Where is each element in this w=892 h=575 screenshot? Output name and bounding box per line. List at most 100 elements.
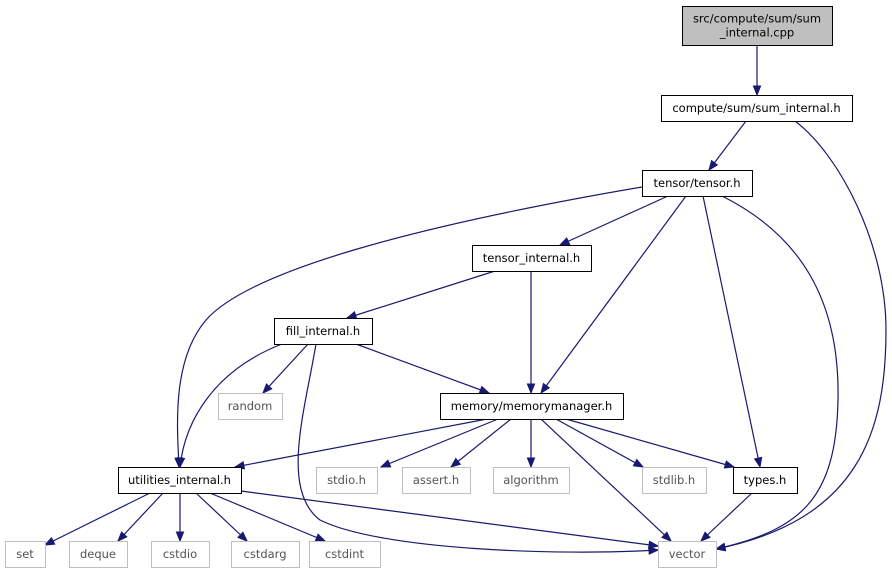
edge-utilities_internal-to-cstdint	[209, 492, 327, 542]
edge-line	[234, 418, 488, 468]
edge-line	[355, 343, 490, 394]
arrow-head	[661, 531, 672, 542]
node-box	[493, 467, 570, 494]
node-label: tensor/tensor.h	[653, 176, 740, 190]
arrow-head	[379, 459, 392, 468]
node-algorithm: algorithm	[493, 467, 570, 494]
node-vector: vector	[658, 541, 717, 568]
node-box	[309, 541, 381, 568]
edge-memorymanager-to-stdlib_h	[555, 418, 645, 468]
edge-memorymanager-to-stdio_h	[379, 418, 499, 468]
arrow-head	[175, 531, 185, 543]
node-label: stdio.h	[327, 473, 366, 487]
edge-line	[179, 343, 283, 468]
arrow-head	[176, 457, 186, 469]
arrow-head	[345, 310, 358, 320]
edge-tensor-to-tensor_internal	[558, 195, 669, 246]
arrow-head	[262, 383, 273, 394]
arrow-head	[558, 237, 571, 246]
node-box	[642, 170, 753, 197]
node-box	[733, 467, 798, 494]
node-assert-h: assert.h	[402, 467, 471, 494]
arrow-head	[753, 456, 763, 469]
node-sum-internal[interactable]: compute/sum/sum_internal.h	[661, 95, 853, 122]
edge-root-to-sum_internal	[752, 45, 762, 97]
node-box	[472, 245, 592, 272]
arrow-head	[540, 382, 551, 395]
edge-line	[540, 418, 672, 542]
node-tensor-internal[interactable]: tensor_internal.h	[472, 245, 592, 272]
node-types-h[interactable]: types.h	[733, 467, 798, 494]
edge-line	[262, 343, 309, 394]
edge-fill_internal-to-memorymanager	[355, 343, 491, 394]
arrow-head	[478, 385, 491, 394]
node-label: compute/sum/sum_internal.h	[672, 101, 840, 115]
node-set: set	[5, 541, 46, 568]
arrow-head	[526, 457, 536, 469]
edge-line	[540, 195, 687, 394]
edge-line	[715, 120, 887, 550]
edge-utilities_internal-to-cstdarg	[195, 492, 248, 542]
node-deque: deque	[69, 541, 128, 568]
edge-tensor_internal-to-fill_internal	[345, 270, 496, 320]
node-label: tensor_internal.h	[483, 251, 580, 265]
node-box	[440, 393, 624, 420]
arrow-head	[648, 546, 660, 555]
node-label: utilities_internal.h	[128, 473, 231, 487]
edge-line	[240, 490, 659, 547]
node-label: vector	[669, 547, 706, 561]
edge-line	[702, 195, 761, 468]
arrow-head	[723, 460, 736, 469]
edge-memorymanager-to-types_h	[565, 418, 736, 469]
arrow-head	[632, 458, 645, 468]
node-tensor[interactable]: tensor/tensor.h	[642, 170, 753, 197]
edge-tensor_internal-to-memorymanager	[526, 271, 536, 395]
edge-line	[565, 418, 735, 468]
arrow-head	[714, 542, 727, 552]
edge-line	[708, 120, 747, 171]
arrow-head	[449, 457, 462, 468]
edge-utilities_internal-to-deque	[117, 492, 164, 542]
node-cstdio: cstdio	[151, 541, 210, 568]
node-cstdarg: cstdarg	[231, 541, 300, 568]
edge-memorymanager-to-assert_h	[449, 418, 512, 468]
node-cstdint: cstdint	[309, 541, 381, 568]
arrow-head	[648, 540, 660, 550]
edge-tensor-to-utilities_internal	[174, 186, 643, 469]
node-box	[682, 6, 833, 46]
edge-line	[715, 195, 839, 550]
node-box	[151, 541, 210, 568]
edge-line	[346, 270, 496, 319]
node-box	[402, 467, 471, 494]
edge-sum_internal-to-tensor	[708, 120, 747, 172]
node-label: stdlib.h	[653, 473, 695, 487]
node-stdio-h: stdio.h	[316, 467, 378, 494]
node-label: memory/memorymanager.h	[451, 399, 613, 413]
node-fill-internal[interactable]: fill_internal.h	[274, 318, 373, 345]
edge-line	[380, 418, 499, 468]
node-box	[218, 393, 283, 420]
nodes-layer: src/compute/sum/sum_internal.cpp compute/…	[5, 6, 853, 568]
edge-types_h-to-vector	[700, 492, 753, 542]
edge-line	[195, 492, 248, 542]
node-random: random	[218, 393, 283, 420]
edge-fill_internal-to-vector	[297, 343, 660, 555]
node-label: types.h	[744, 473, 787, 487]
edge-line	[44, 492, 151, 546]
node-box	[118, 467, 242, 494]
arrow-head	[708, 159, 719, 172]
edge-utilities_internal-to-cstdio	[175, 493, 185, 543]
node-label: cstdio	[163, 547, 197, 561]
node-root[interactable]: src/compute/sum/sum_internal.cpp	[682, 6, 833, 46]
arrow-head	[752, 85, 762, 97]
arrow-head	[117, 531, 128, 542]
edge-line	[700, 492, 753, 542]
edge-line	[297, 343, 659, 553]
edge-memorymanager-to-utilities_internal	[233, 418, 488, 470]
node-label: cstdint	[325, 547, 365, 561]
node-box	[316, 467, 378, 494]
node-utilities-internal[interactable]: utilities_internal.h	[118, 467, 242, 494]
node-memorymanager[interactable]: memory/memorymanager.h	[440, 393, 624, 420]
node-label: assert.h	[413, 473, 459, 487]
